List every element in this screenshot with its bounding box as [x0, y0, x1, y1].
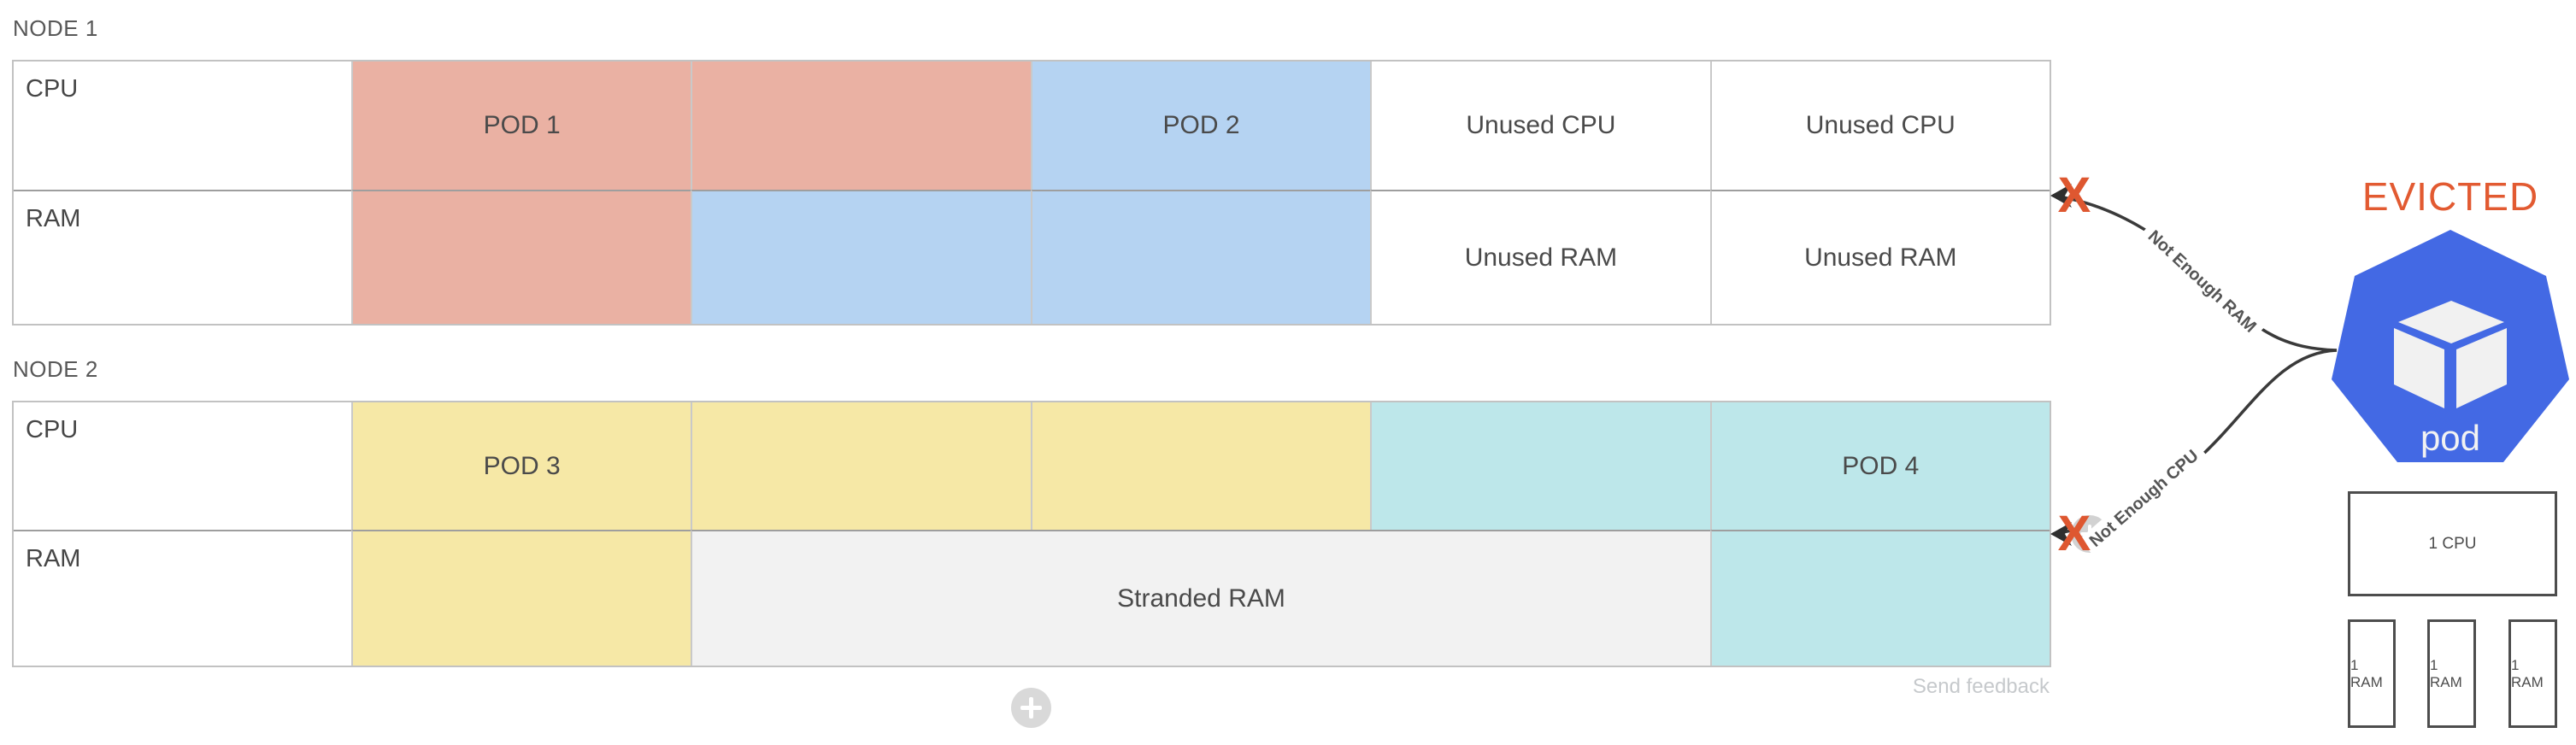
node1-title: NODE 1 — [13, 15, 98, 41]
pod-heptagon-icon — [2332, 230, 2569, 462]
send-feedback-link[interactable]: Send feedback — [1912, 675, 2050, 698]
node1-table: CPU POD 1 POD 2 Unused CPU Unused CPU RA… — [12, 60, 2051, 326]
node2-cpu-pod3-cell-3 — [1030, 402, 1371, 530]
node1-ram-row-label: RAM — [14, 190, 351, 324]
node2-cpu-pod4-cell-2: POD 4 — [1709, 402, 2050, 530]
node2-cpu-row-label: CPU — [14, 402, 351, 530]
node2-cpu-pod4-cell-1 — [1370, 402, 1710, 530]
node2-table: CPU POD 3 POD 4 RAM Stranded RAM — [12, 401, 2051, 667]
node1-ram-pod1-cell — [351, 190, 691, 324]
node1-ram-pod2-cell-2 — [1030, 190, 1371, 324]
node2-stranded-ram-cell: Stranded RAM — [691, 530, 1710, 666]
node1-unused-cpu-cell-1: Unused CPU — [1370, 62, 1710, 190]
cube-icon-top-face — [2398, 301, 2504, 343]
node2-cpu-pod3-cell: POD 3 — [351, 402, 691, 530]
node1-unused-ram-cell-2: Unused RAM — [1709, 190, 2050, 324]
node1-cpu-pod2-cell: POD 2 — [1030, 62, 1371, 190]
add-button[interactable] — [1011, 688, 1051, 728]
node2-title: NODE 2 — [13, 356, 98, 382]
pod-ram-requirement-box-2: 1 RAM — [2427, 619, 2476, 728]
not-enough-ram-label: Not Enough RAM — [2137, 220, 2267, 344]
plus-icon-bar — [1029, 697, 1033, 719]
node2-ram-pod4-cell — [1709, 530, 2050, 666]
node2-cpu-pod3-cell-2 — [691, 402, 1031, 530]
pod-cpu-requirement-box: 1 CPU — [2348, 491, 2557, 596]
cube-icon-right-face — [2456, 328, 2507, 408]
pod-label: pod — [2420, 418, 2480, 458]
node1-cpu-row-label: CPU — [14, 62, 351, 190]
cube-icon-left-face — [2394, 328, 2444, 408]
node1-unused-ram-cell-1: Unused RAM — [1370, 190, 1710, 324]
not-enough-cpu-label: Not Enough CPU — [2079, 439, 2210, 559]
rejected-x-icon-node1: X — [2057, 167, 2091, 223]
rejected-x-icon-node2: X — [2057, 506, 2091, 561]
node2-ram-pod3-cell — [351, 530, 691, 666]
pod-ram-requirement-box-3: 1 RAM — [2508, 619, 2557, 728]
pod-ram-requirement-box-1: 1 RAM — [2348, 619, 2396, 728]
node2-ram-row-label: RAM — [14, 530, 351, 666]
evicted-title: EVICTED — [2361, 174, 2539, 219]
node1-unused-cpu-cell-2: Unused CPU — [1709, 62, 2050, 190]
node1-cpu-pod1-cell: POD 1 — [351, 62, 691, 190]
node1-ram-pod2-cell-1 — [691, 190, 1031, 324]
node1-cpu-pod1-cell-2 — [691, 62, 1031, 190]
